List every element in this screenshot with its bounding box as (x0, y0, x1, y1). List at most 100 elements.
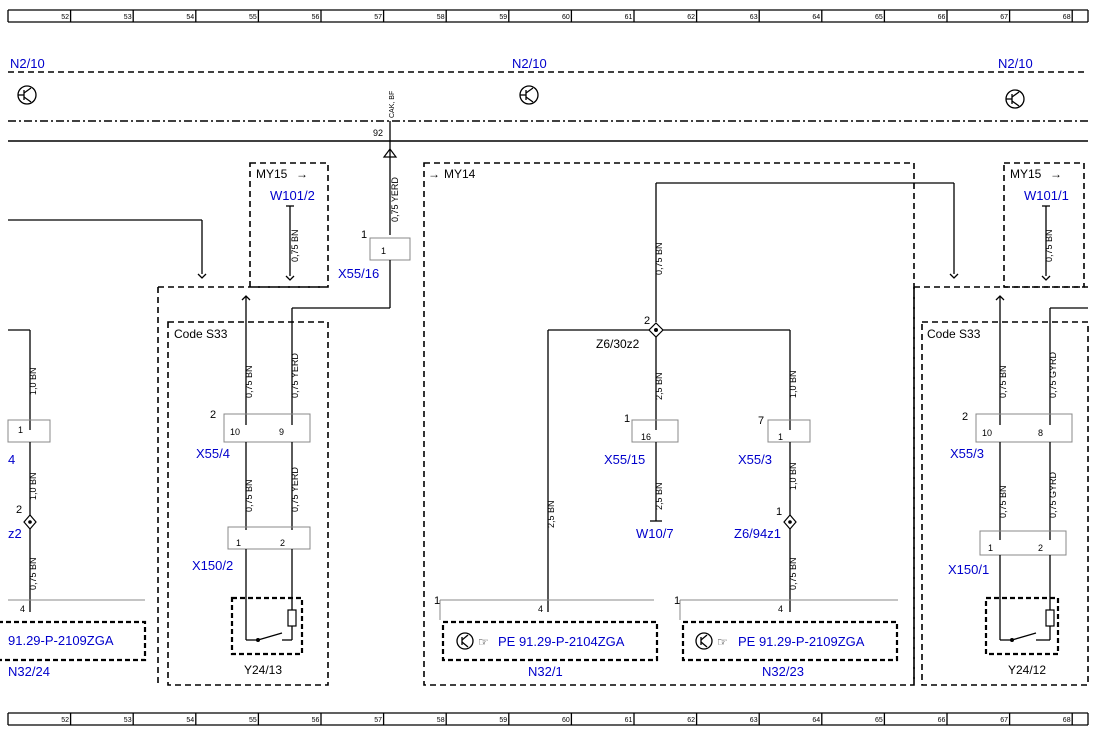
arrow-icon: → (1050, 167, 1062, 181)
pe-reference-link[interactable]: 91.29-P-2109ZGA (8, 633, 114, 648)
wire-label: 0,75 GYRD (1048, 471, 1058, 518)
wire-label: 1,0 BN (788, 462, 798, 490)
splice-label[interactable]: z2 (8, 526, 22, 541)
wire-label: 2,5 BN (654, 482, 664, 510)
pin-label: 2 (210, 409, 216, 421)
code-label: Code S33 (927, 327, 981, 341)
pin-label: 10 (230, 427, 240, 437)
wire-label: 0,75 BN (290, 229, 300, 262)
pe-reference-link[interactable]: PE 91.29-P-2109ZGA (738, 634, 865, 649)
ruler-number: 60 (562, 717, 570, 724)
wire-label: 0,75 BN (244, 479, 254, 512)
splice-label[interactable]: Z6/94z1 (734, 526, 781, 541)
ruler-number: 63 (750, 14, 758, 21)
module-label[interactable]: N32/24 (8, 664, 50, 679)
pin-label: 1 (18, 425, 23, 435)
wire-label: 0,75 BN (1044, 229, 1054, 262)
bus-signal-label: CAK, BF (389, 91, 396, 118)
wire-label: 0,75 BN (28, 557, 38, 590)
my15-right-box: MY15 → W101/1 0,75 BN (1003, 162, 1085, 288)
connector-label[interactable]: X150/1 (948, 562, 989, 577)
ruler-number: 65 (875, 717, 883, 724)
ruler-number: 58 (437, 14, 445, 21)
ruler-number: 62 (687, 14, 695, 21)
pin-label: 1 (381, 246, 386, 256)
connector-label[interactable]: X55/16 (338, 266, 379, 281)
ruler-number: 52 (61, 14, 69, 21)
top-ruler: 525354555657585960616263646566676869 (7, 9, 1089, 23)
wire-label: 1,0 BN (28, 472, 38, 500)
ruler-number: 67 (1000, 717, 1008, 724)
pin-label: 7 (758, 415, 764, 427)
ruler-number: 54 (186, 14, 194, 21)
pin-label: 8 (1038, 428, 1043, 438)
wire-label: 0,75 YERD (290, 353, 300, 398)
connector-label[interactable]: 4 (8, 452, 15, 467)
pin-label: 2 (962, 411, 968, 423)
wire-label: 0,75 BN (244, 365, 254, 398)
pin-label: 2 (16, 504, 22, 516)
pin-label: 1 (361, 229, 367, 241)
pin-label: 9 (279, 427, 284, 437)
pin-label: 4 (538, 604, 543, 614)
pin-label: 4 (20, 604, 25, 614)
pin-label: 1 (776, 506, 782, 518)
connector-label[interactable]: X55/4 (196, 446, 230, 461)
connector-label[interactable]: X150/2 (192, 558, 233, 573)
n2-module-band: N2/10 N2/10 N2/10 CAK, BF 92 (8, 56, 1088, 142)
wire-label: 0,75 GYRD (1048, 351, 1058, 398)
ground-label[interactable]: W101/1 (1024, 188, 1069, 203)
n2-label-right[interactable]: N2/10 (998, 56, 1033, 71)
ruler-number: 59 (499, 717, 507, 724)
pin-label: 1 (624, 413, 630, 425)
wire-label: 1,0 BN (28, 367, 38, 395)
ground-label[interactable]: W101/2 (270, 188, 315, 203)
variant-label: MY14 (444, 167, 476, 181)
wire-label: 2,5 BN (654, 372, 664, 400)
connector-label[interactable]: X55/15 (604, 452, 645, 467)
pin-label: 10 (982, 428, 992, 438)
variant-label: MY15 (1010, 167, 1042, 181)
module-label[interactable]: N32/1 (528, 664, 563, 679)
left-section: 1,0 BN 1 4 1,0 BN 2 z2 0,75 BN 4 91.29-P… (0, 219, 328, 684)
pin-label: 2 (644, 315, 650, 327)
splice-label[interactable]: Z6/30z2 (596, 337, 640, 351)
pin-label: 1 (236, 538, 241, 548)
ruler-number: 58 (437, 717, 445, 724)
my14-section: → MY14 0,75 BN 2 Z6/30z2 2,5 BN 2,5 BN 1… (423, 162, 959, 686)
arrow-icon: → (296, 167, 308, 181)
wire-label: 1,0 BN (788, 370, 798, 398)
ruler-number: 63 (750, 717, 758, 724)
valve-label[interactable]: Y24/13 (244, 663, 282, 677)
ruler-number: 57 (374, 14, 382, 21)
n2-label-mid[interactable]: N2/10 (512, 56, 547, 71)
wire-label: 0,75 BN (788, 557, 798, 590)
bus-pin: 92 (373, 128, 383, 138)
wire-label: 2,5 BN (546, 500, 556, 528)
pe-reference-link[interactable]: PE 91.29-P-2104ZGA (498, 634, 625, 649)
pin-label: 1 (778, 432, 783, 442)
transistor-icon (695, 632, 713, 650)
ground-label[interactable]: W10/7 (636, 526, 674, 541)
ruler-number: 52 (61, 717, 69, 724)
pin-label: 4 (778, 604, 783, 614)
connector-label[interactable]: X55/3 (950, 446, 984, 461)
wire-label: 0,75 BN (998, 485, 1008, 518)
arrow-icon: → (428, 167, 440, 181)
transistor-icon (1005, 89, 1025, 109)
pin-label: 2 (1038, 543, 1043, 553)
valve-label[interactable]: Y24/12 (1008, 663, 1046, 677)
ruler-number: 64 (812, 14, 820, 21)
n2-label-left[interactable]: N2/10 (10, 56, 45, 71)
hand-pointer-icon: ☞ (478, 635, 489, 649)
module-label[interactable]: N32/23 (762, 664, 804, 679)
ruler-number: 68 (1063, 717, 1071, 724)
transistor-icon (519, 85, 539, 105)
ruler-number: 62 (687, 717, 695, 724)
pin-label: 1 (434, 595, 440, 607)
ruler-number: 64 (812, 717, 820, 724)
connector-label[interactable]: X55/3 (738, 452, 772, 467)
pin-label: 1 (674, 595, 680, 607)
wire-label: 0,75 BN (654, 242, 664, 275)
ruler-number: 59 (499, 14, 507, 21)
